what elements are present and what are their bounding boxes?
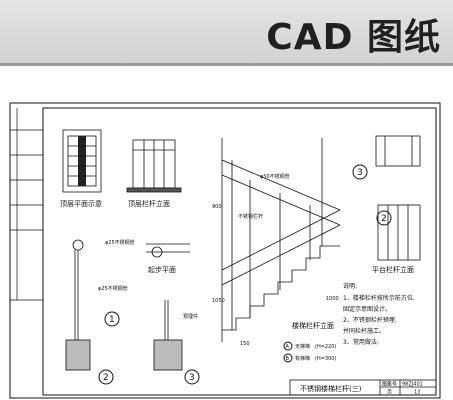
callout-3-circle	[352, 164, 368, 180]
callout-2b-circle	[98, 369, 114, 385]
page-no: 13	[414, 390, 420, 396]
callout-1: 1	[109, 315, 115, 325]
dim-150: 150	[240, 341, 250, 347]
mark-b-circle	[283, 353, 293, 363]
tread-b-h: (H=300)	[315, 356, 336, 362]
callout-3b-circle	[184, 369, 200, 385]
callout-2-circle	[376, 210, 392, 226]
callout-2b: 2	[103, 373, 109, 383]
dim-1050: 1050	[212, 298, 225, 304]
callout-2: 2	[381, 214, 387, 224]
title-block	[289, 379, 437, 396]
ground-plan-caption: 顶层平面示意	[60, 199, 102, 208]
start-plan-caption: 起步平面	[148, 266, 176, 274]
weld-label: 不锈钢栏杆	[238, 213, 263, 220]
note-5: 3、常用做法:	[343, 338, 379, 346]
note-2: 固定示意图设计。	[343, 305, 391, 313]
note-3: 2、不锈钢栏杆预埋,	[343, 316, 397, 324]
banner: CAD 图纸	[0, 0, 453, 66]
banner-title: CAD 图纸	[266, 17, 441, 58]
page-label: 页	[387, 390, 392, 396]
ground-elev-view	[126, 139, 182, 193]
margin-strip	[10, 108, 43, 301]
callout-1-circle	[104, 311, 120, 327]
pipe-a-label: φ25不锈钢管	[105, 239, 135, 246]
rail-elev-caption: 楼梯栏杆立面	[292, 321, 334, 330]
rail-elev-view	[221, 138, 341, 342]
start-plan-view	[146, 243, 190, 258]
post-detail	[65, 239, 91, 371]
tread-a: 无梯梯	[295, 343, 310, 350]
top-right-detail	[375, 135, 421, 167]
platform-elev-caption: 平台栏杆立面	[372, 265, 414, 274]
ground-plan-view	[62, 129, 102, 193]
outer-border	[9, 102, 441, 399]
ground-elev-caption: 顶层栏杆立面	[128, 199, 170, 208]
note-4: 并同栏杆施工。	[343, 327, 385, 335]
inner-border	[42, 107, 437, 396]
tread-b: 有梯梯	[295, 355, 310, 362]
mark-b: B	[286, 356, 290, 362]
note-1: 1、楼梯栏杆按所示前方位,	[343, 294, 415, 302]
dim-1000: 1000	[326, 296, 339, 302]
mark-a-circle	[283, 341, 293, 351]
pipe-b-label: φ50不锈钢管	[260, 173, 290, 180]
notes-heading: 说明:	[343, 282, 357, 290]
pipe-c-label: φ25不锈钢管	[98, 285, 128, 292]
callout-3: 3	[357, 168, 363, 178]
callout-3b: 3	[189, 373, 195, 383]
title-block-name: 不锈钢楼梯栏杆(三)	[300, 384, 362, 393]
atlas-no: 98ZJ401	[402, 382, 423, 388]
tread-a-h: (H=220)	[315, 344, 336, 350]
anchor-detail	[153, 300, 183, 371]
anchor-label: 预埋件	[183, 313, 198, 320]
platform-elev-view	[377, 204, 421, 261]
atlas-label: 图集号	[382, 381, 397, 388]
dim-900: 900	[212, 204, 222, 210]
mark-a: A	[286, 344, 290, 350]
